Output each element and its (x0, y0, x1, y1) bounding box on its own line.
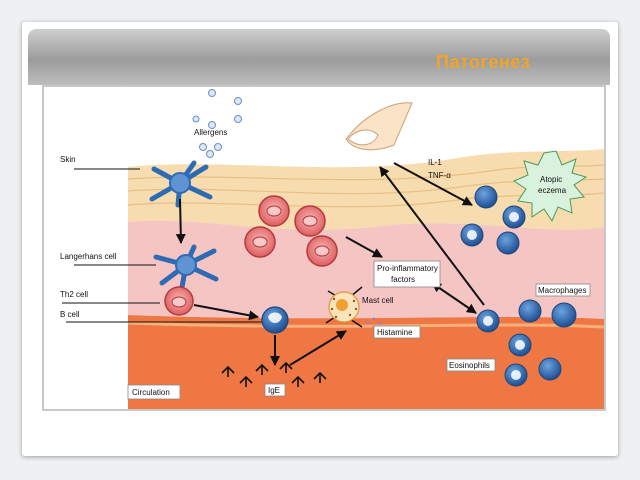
fingernail-icon (345, 102, 413, 151)
label-boxes (127, 260, 591, 400)
langerhans-cell-icon (149, 160, 213, 208)
pathogenesis-figure: Allergens Skin Langerhans cell Th2 cell … (42, 85, 606, 411)
th2-cell-icon (164, 286, 194, 316)
eosinophils-label: Eosinophils (449, 361, 490, 370)
b-cell-label: B cell (60, 310, 80, 319)
atopic-eczema-label-line2: eczema (538, 186, 567, 195)
macrophages-label: Macrophages (538, 286, 586, 295)
langerhans-cell-label: Langerhans cell (60, 252, 117, 261)
eosinophil-icon (460, 205, 532, 387)
allergen-particles (192, 89, 242, 158)
mast-cell-icon (325, 286, 388, 329)
histamine-label: Histamine (377, 328, 413, 337)
red-cells (244, 195, 338, 267)
th2-cell-label: Th2 cell (60, 290, 88, 299)
epidermis-layer (128, 149, 604, 230)
allergens-label: Allergens (194, 128, 227, 137)
starburst-icon (512, 150, 588, 223)
pro-inflammatory-label-line2: factors (391, 275, 415, 284)
il1-label: IL-1 (428, 158, 442, 167)
slide-title: Патогенез (436, 52, 531, 72)
tnf-label: TNF-α (428, 171, 451, 180)
pathway-arrows (175, 162, 485, 366)
circulation-label: Circulation (132, 388, 170, 397)
pro-inflammatory-label-line1: Pro-inflammatory (377, 264, 438, 273)
ige-antibody-icon (221, 361, 327, 387)
skin-label: Skin (60, 155, 76, 164)
slide-header-bar (28, 29, 610, 85)
blood-vessel-layer (128, 315, 604, 409)
pathogenesis-diagram: Allergens Skin Langerhans cell Th2 cell … (60, 89, 604, 409)
b-cell-icon (261, 306, 289, 334)
macrophage-icon (474, 185, 577, 381)
langerhans-cell-icon (153, 244, 219, 290)
ige-label: IgE (268, 386, 280, 395)
atopic-eczema-label-line1: Atopic (540, 175, 562, 184)
mast-cell-label: Mast cell (362, 296, 394, 305)
label-leaders (62, 168, 262, 323)
